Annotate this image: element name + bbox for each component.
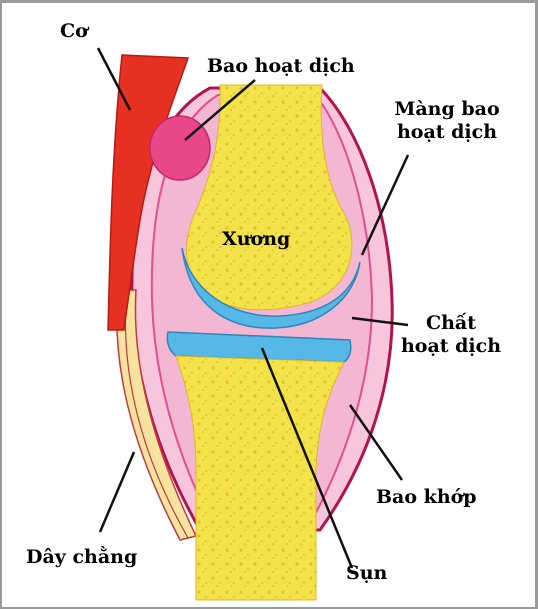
label-synovial-membrane-line1: Màng bao <box>384 98 510 121</box>
label-synovial-fluid-line2: hoạt dịch <box>396 335 506 358</box>
label-synovial-fluid-line1: Chất <box>396 312 506 335</box>
label-synovial-fluid: Chất hoạt dịch <box>396 312 506 358</box>
label-bone: Xương <box>222 228 290 251</box>
label-joint-capsule: Bao khớp <box>376 486 477 509</box>
label-cartilage: Sụn <box>346 562 387 585</box>
label-bursa: Bao hoạt dịch <box>207 55 355 78</box>
label-muscle: Cơ <box>60 20 88 43</box>
label-ligament: Dây chằng <box>26 546 137 569</box>
label-synovial-membrane: Màng bao hoạt dịch <box>384 98 510 144</box>
label-synovial-membrane-line2: hoạt dịch <box>384 121 510 144</box>
